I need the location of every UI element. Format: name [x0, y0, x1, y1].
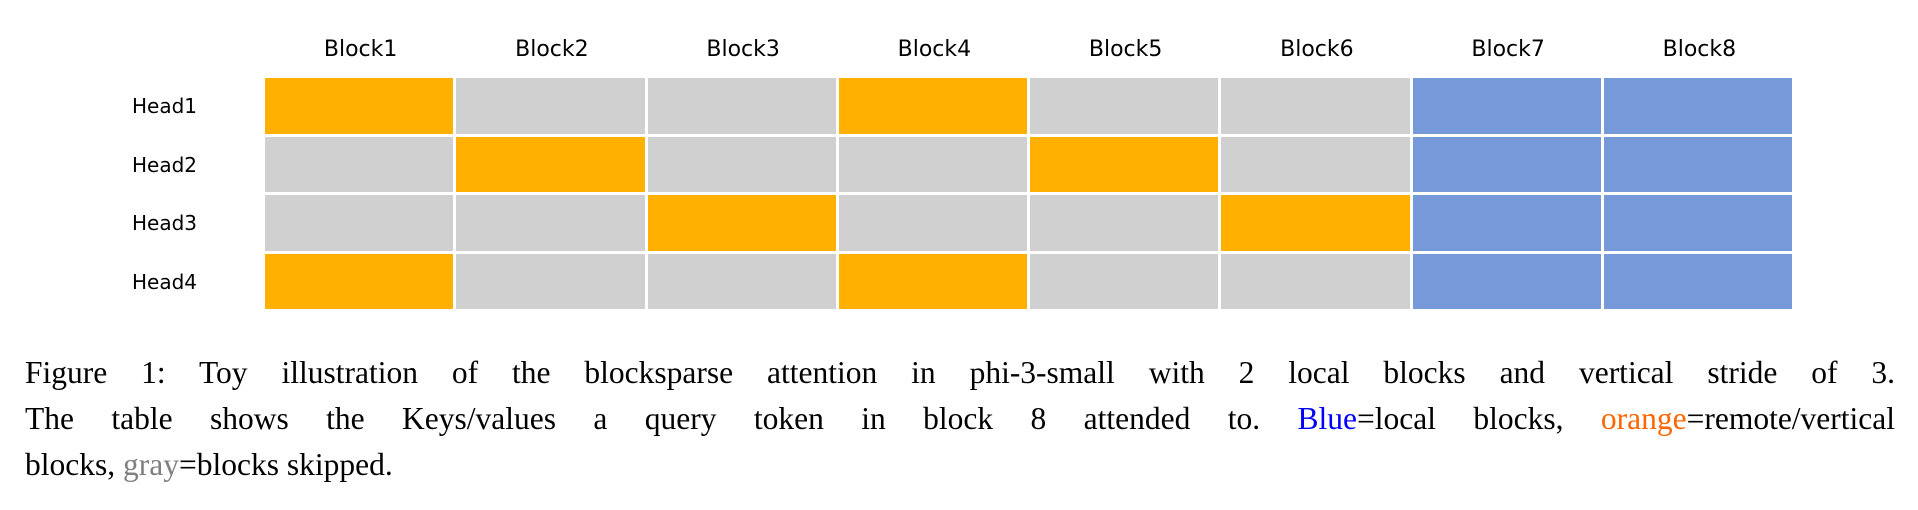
block-cell-local — [1412, 253, 1601, 309]
block-cell-remote — [265, 78, 454, 134]
block-cell-skipped — [456, 78, 645, 134]
column-header-block6: Block6 — [1280, 37, 1354, 62]
block-cell-remote — [456, 136, 645, 192]
block-cell-skipped — [456, 195, 645, 251]
block-cell-skipped — [838, 195, 1027, 251]
block-cell-skipped — [1221, 136, 1410, 192]
block-cell-skipped — [1030, 253, 1219, 309]
block-cell-remote — [265, 253, 454, 309]
block-cell-skipped — [1030, 78, 1219, 134]
block-cell-skipped — [838, 136, 1027, 192]
block-cell-skipped — [265, 195, 454, 251]
column-header-block1: Block1 — [323, 37, 398, 62]
block-cell-skipped — [647, 253, 836, 309]
block-cell-local — [1603, 253, 1792, 309]
column-header-block8: Block8 — [1662, 37, 1737, 62]
block-cell-local — [1412, 136, 1601, 192]
block-cell-remote — [647, 195, 836, 251]
block-cell-remote — [838, 253, 1027, 309]
caption-blue-word: Blue — [1297, 401, 1357, 436]
caption-line-2-mid: =local blocks, — [1356, 401, 1564, 436]
block-cell-remote — [1221, 195, 1410, 251]
block-cell-skipped — [456, 253, 645, 309]
figure-caption: Figure 1: Toy illustration of the blocks… — [25, 350, 1895, 488]
caption-line-3: blocks, gray=blocks skipped. — [25, 442, 1895, 488]
block-cell-remote — [1030, 136, 1219, 192]
caption-line-2: The table shows the Keys/values a query … — [25, 396, 1895, 442]
block-cell-remote — [838, 78, 1027, 134]
column-header-block5: Block5 — [1088, 37, 1163, 62]
block-cell-local — [1603, 78, 1792, 134]
block-cell-local — [1603, 195, 1792, 251]
column-header-block4: Block4 — [897, 37, 972, 62]
row-label-head1: Head1 — [132, 94, 198, 118]
block-cell-skipped — [1030, 195, 1219, 251]
caption-line-3-text: blocks, — [25, 447, 116, 482]
caption-line-2-post: =remote/vertical — [1686, 401, 1895, 436]
column-header-block7: Block7 — [1471, 37, 1545, 62]
caption-gray-word: gray — [123, 447, 179, 482]
block-cell-skipped — [1221, 78, 1410, 134]
row-label-head4: Head4 — [132, 269, 198, 294]
caption-line-2-text: The table shows the Keys/values a query … — [25, 401, 1261, 436]
block-cell-local — [1412, 195, 1601, 251]
block-cell-skipped — [265, 136, 454, 192]
attention-block-grid — [265, 78, 1795, 312]
block-cell-skipped — [647, 78, 836, 134]
block-cell-local — [1412, 78, 1601, 134]
block-cell-skipped — [647, 136, 836, 192]
caption-orange-word: orange — [1600, 401, 1687, 436]
row-label-head3: Head3 — [132, 211, 198, 235]
row-label-head2: Head2 — [132, 152, 198, 177]
caption-line-3-post: =blocks skipped. — [178, 447, 393, 482]
column-header-block3: Block3 — [706, 37, 780, 62]
block-cell-local — [1603, 136, 1792, 192]
column-header-block2: Block2 — [515, 37, 589, 62]
caption-line-1: Figure 1: Toy illustration of the blocks… — [25, 355, 1895, 390]
block-cell-skipped — [1221, 253, 1410, 309]
